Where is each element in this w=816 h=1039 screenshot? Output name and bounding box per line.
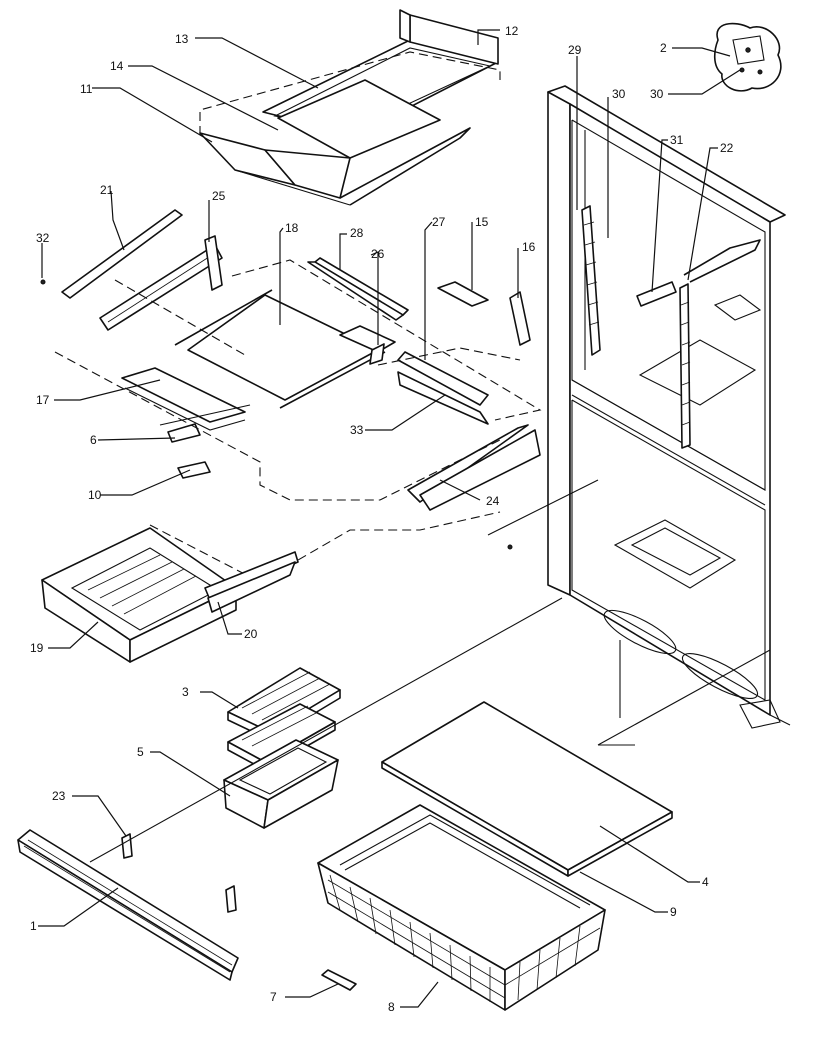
callout-7: 7 (270, 990, 277, 1004)
callout-8: 8 (388, 1000, 395, 1014)
leader-lines (38, 29, 741, 1008)
callout-4: 4 (702, 875, 709, 889)
callout-26: 26 (371, 247, 385, 261)
callout-2: 2 (660, 41, 667, 55)
detail-inset (713, 22, 782, 92)
callout-31: 31 (670, 133, 684, 147)
callout-12: 12 (505, 24, 519, 38)
callout-29: 29 (568, 43, 582, 57)
assembly-dashed-lines (54, 51, 542, 583)
callout-11: 11 (80, 82, 93, 96)
wire-basket (317, 804, 606, 1011)
crisper-frame-33 (397, 351, 489, 425)
shelf-rail-28 (307, 257, 409, 321)
refrigerator-cabinet (547, 85, 791, 729)
callout-18: 18 (285, 221, 299, 235)
callout-23: 23 (52, 789, 66, 803)
callout-19: 19 (30, 641, 44, 655)
callout-15: 15 (475, 215, 489, 229)
crisper-drawer (41, 527, 299, 663)
callout-1: 1 (30, 919, 37, 933)
callout-labels: 12 13 14 11 21 25 32 18 28 26 27 15 16 1… (30, 24, 734, 1014)
side-rail-25 (204, 235, 223, 291)
callout-22: 22 (720, 141, 734, 155)
callout-17: 17 (36, 393, 50, 407)
shelf-bracket-rail-right (679, 283, 691, 449)
callout-30-cabinet: 30 (612, 87, 626, 101)
side-rail-24 (407, 424, 599, 536)
callout-16: 16 (522, 240, 536, 254)
freezer-shelf (381, 701, 673, 877)
shelf-bracket-rail-left (581, 205, 601, 356)
callout-24: 24 (486, 494, 500, 508)
callout-20: 20 (244, 627, 258, 641)
callout-30-inset: 30 (650, 87, 664, 101)
callout-5: 5 (137, 745, 144, 759)
shelf-rail-17 (121, 367, 251, 431)
callout-32: 32 (36, 231, 50, 245)
freezer-drawer-front (17, 829, 239, 981)
side-rail-21 (61, 209, 223, 331)
callout-6: 6 (90, 433, 97, 447)
shelf-support-26 (339, 325, 396, 365)
callout-13: 13 (175, 32, 189, 46)
callout-3: 3 (182, 685, 189, 699)
callout-21: 21 (100, 183, 114, 197)
callout-27: 27 (432, 215, 446, 229)
callout-9: 9 (670, 905, 677, 919)
rail-31 (636, 239, 762, 321)
callout-25: 25 (212, 189, 226, 203)
callout-14: 14 (110, 59, 124, 73)
top-shelf-assembly (199, 9, 499, 206)
assembly-lines-lower (89, 597, 771, 863)
ice-bin (223, 739, 339, 829)
callout-10: 10 (88, 488, 102, 502)
callout-33: 33 (350, 423, 364, 437)
callout-28: 28 (350, 226, 364, 240)
